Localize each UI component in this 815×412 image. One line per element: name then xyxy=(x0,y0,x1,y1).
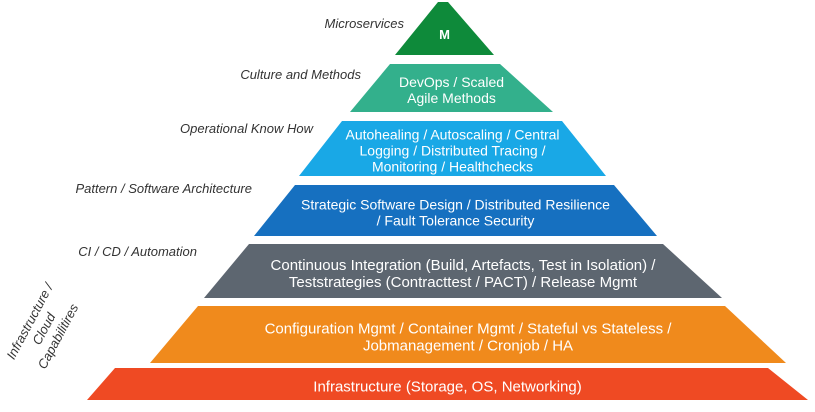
tier-culture-side-label: Culture and Methods xyxy=(240,67,361,82)
tier-operational-text-line-1: Autohealing / Autoscaling / Central xyxy=(345,126,559,142)
tier-operational-text-line-3: Monitoring / Healthchecks xyxy=(372,158,533,174)
tier-operational-text-line-2: Logging / Distributed Tracing / xyxy=(360,142,546,158)
tier-culture-text-line-2: Agile Methods xyxy=(407,90,496,106)
tier-cicd-shape xyxy=(204,244,722,298)
tier-config-shape xyxy=(150,306,786,363)
tier-microservices-side-label: Microservices xyxy=(325,16,405,31)
tier-microservices-text-line-1: M xyxy=(439,27,450,42)
tier-culture-text-line-1: DevOps / Scaled xyxy=(399,74,504,90)
tier-pattern-text-line-2: / Fault Tolerance Security xyxy=(377,212,535,228)
tier-infrastructure-text-line-1: Infrastructure (Storage, OS, Networking) xyxy=(313,378,581,395)
tier-operational-side-label: Operational Know How xyxy=(180,121,315,136)
tier-pattern-text-line-1: Strategic Software Design / Distributed … xyxy=(301,196,610,212)
tier-operational-shape xyxy=(299,121,606,176)
tier-microservices-shape xyxy=(395,2,494,55)
tier-culture-shape xyxy=(350,64,553,112)
tier-pattern-side-label: Pattern / Software Architecture xyxy=(75,181,252,196)
tier-infrastructure-shape xyxy=(87,368,808,400)
tier-config-text-line-2: Jobmanagement / Cronjob / HA xyxy=(363,337,573,354)
tier-cicd-text-line-2: Teststrategies (Contracttest / PACT) / R… xyxy=(289,274,638,291)
tier-pattern-shape xyxy=(254,185,657,236)
tier-cicd-side-label: CI / CD / Automation xyxy=(78,244,197,259)
infrastructure-cloud-capabilities-label: Infrastructure / Cloud Capabilitires xyxy=(3,280,81,372)
tier-config-text-line-1: Configuration Mgmt / Container Mgmt / St… xyxy=(265,320,673,337)
tier-cicd-text-line-1: Continuous Integration (Build, Artefacts… xyxy=(271,257,657,274)
